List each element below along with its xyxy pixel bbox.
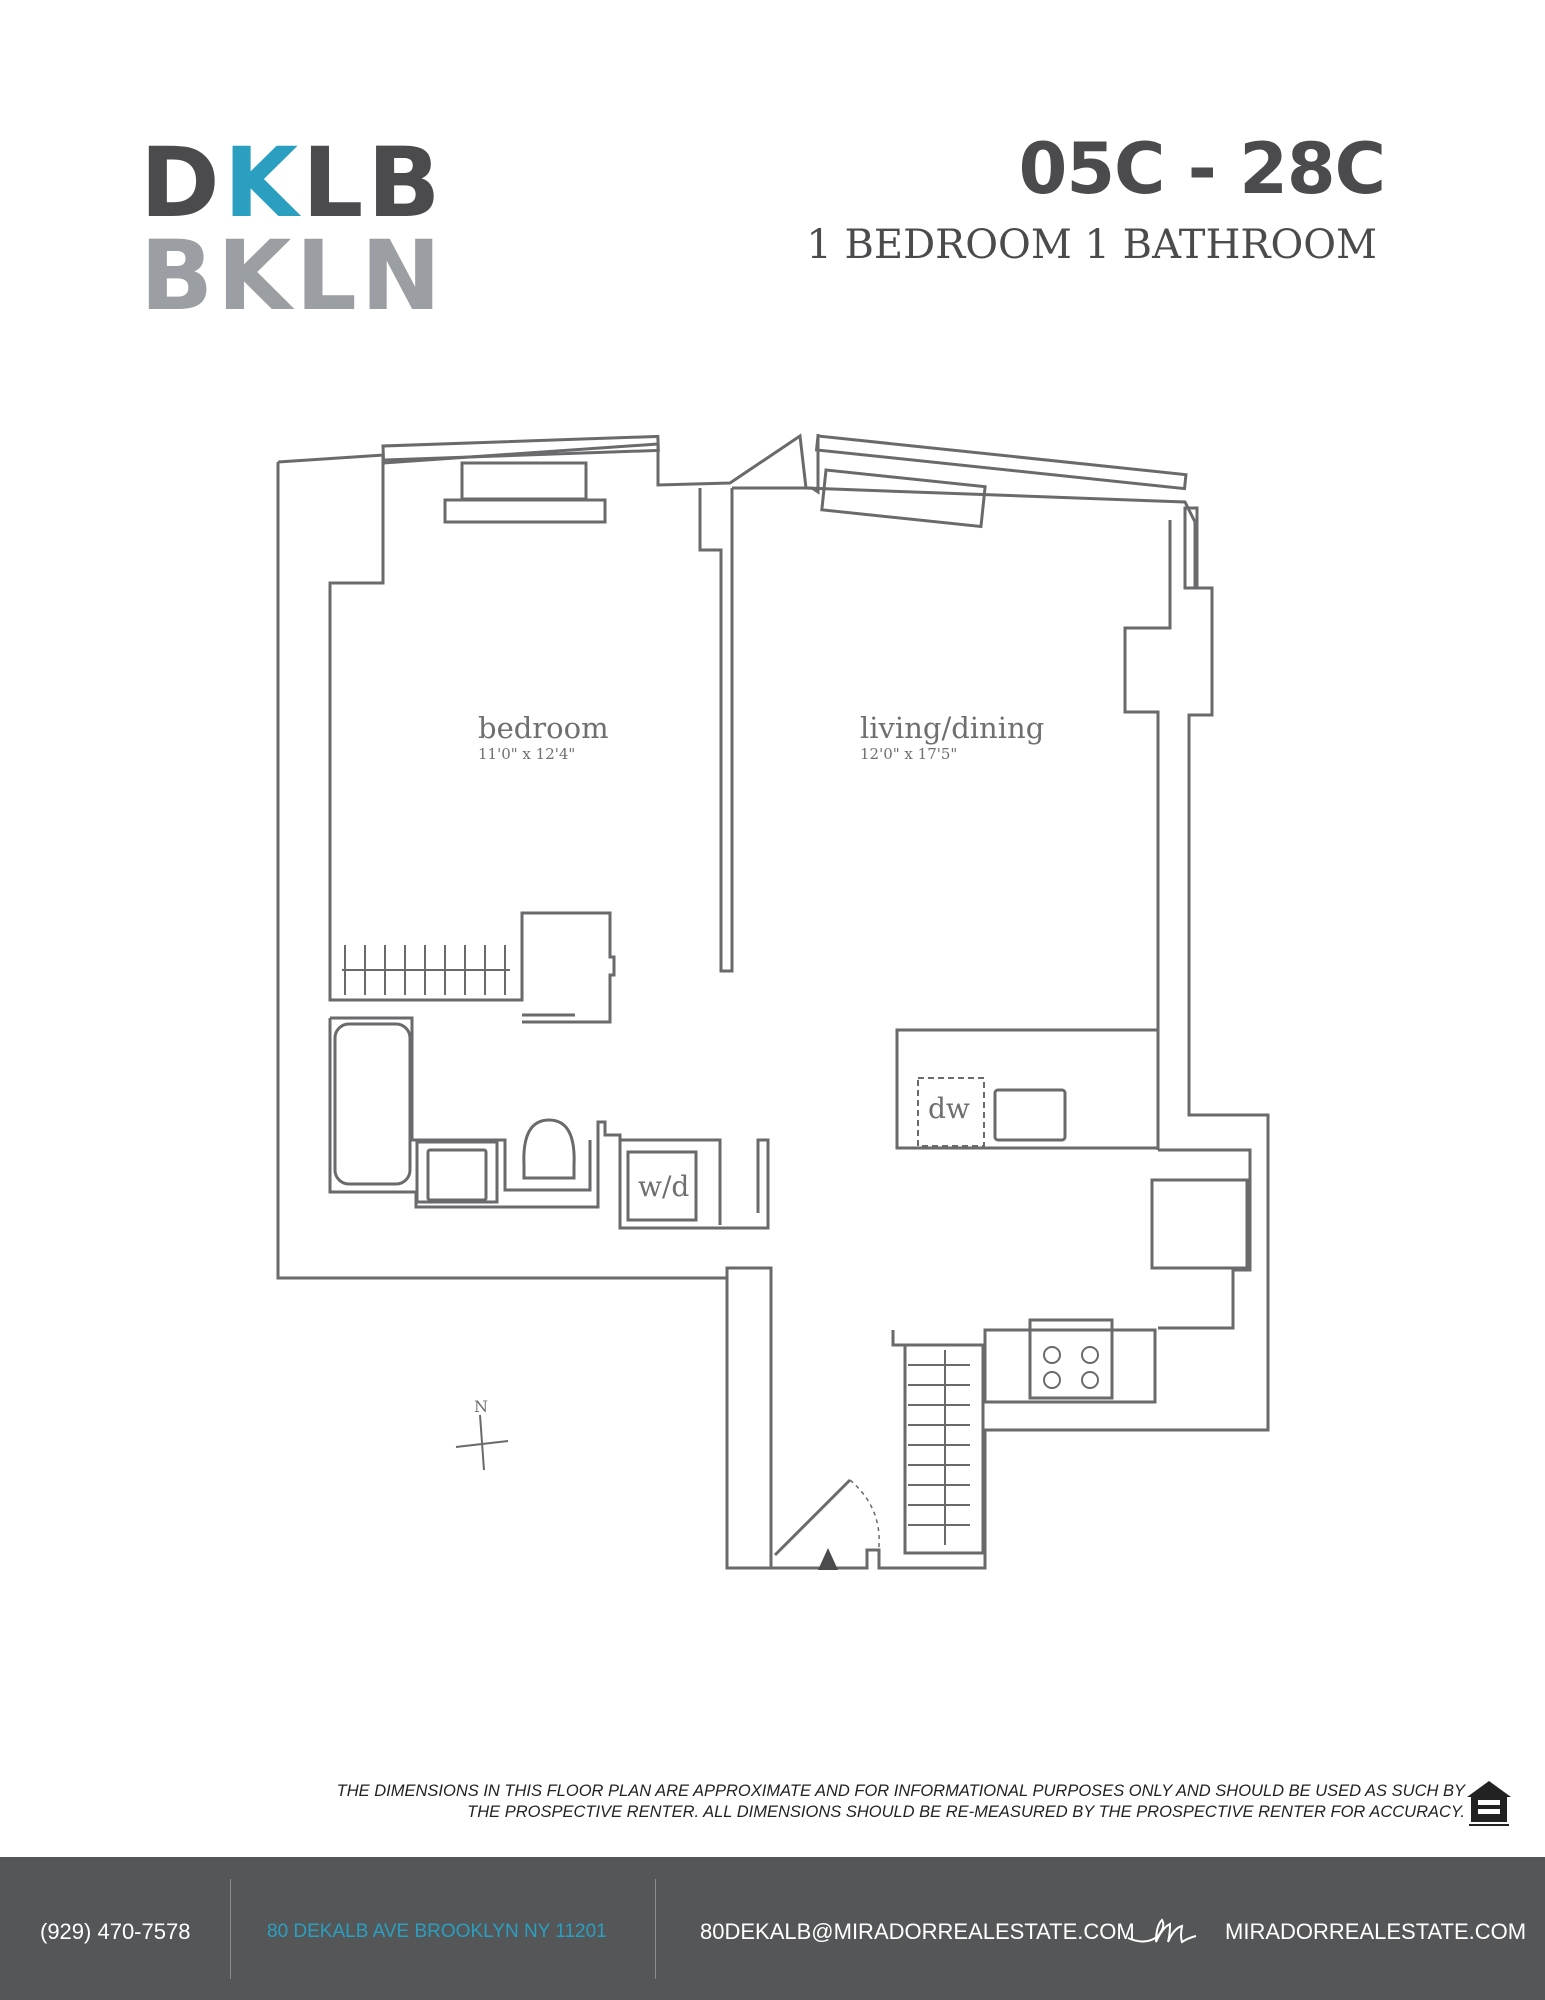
- fridge: [1150, 1178, 1249, 1270]
- dishwasher: [917, 1077, 985, 1147]
- logo-line-1: DKLB: [140, 127, 445, 239]
- living-top-wall: [732, 434, 820, 495]
- dklb-bkln-logo: DKLB BKLN: [140, 135, 500, 325]
- door-swing: [849, 1479, 880, 1556]
- unit-type-subtitle: 1 BEDROOM 1 BATHROOM: [806, 222, 1377, 268]
- bath-inner: [330, 1016, 592, 1192]
- bath-wall: [328, 1018, 770, 1230]
- stove: [1028, 1318, 1114, 1400]
- outer-wall: [277, 433, 1270, 1570]
- floor-plan: N bedroom 11'0" x 12'4" living/dining 12…: [276, 433, 1270, 1570]
- wd-closet: [620, 1138, 722, 1225]
- inner-wall: [328, 463, 385, 970]
- side-window: [1183, 506, 1199, 590]
- mirador-signature-icon: [1127, 1918, 1197, 1944]
- footer-bar: (929) 470-7578 80 DEKALB AVE BROOKLYN NY…: [0, 1857, 1545, 2000]
- bedroom-closet: [328, 911, 616, 1024]
- logo-line-2: BKLN: [140, 220, 446, 332]
- bedroom-window-sill: [460, 461, 588, 501]
- bedroom-window: [381, 434, 660, 462]
- stove-burners: [1043, 1346, 1099, 1389]
- living-window: [814, 434, 1188, 491]
- footer-divider: [655, 1879, 656, 1979]
- entry-arrow: [818, 1548, 838, 1570]
- footer-phone[interactable]: (929) 470-7578: [40, 1919, 191, 1944]
- bathtub: [333, 1022, 412, 1186]
- living-dimensions: 12'0" x 17'5": [860, 745, 957, 763]
- entry-door: [773, 1478, 852, 1557]
- vanity: [415, 1140, 499, 1204]
- disclaimer-line-1: THE DIMENSIONS IN THIS FLOOR PLAN ARE AP…: [336, 1782, 1465, 1800]
- washer-dryer-label: w/d: [638, 1170, 689, 1203]
- living-window-sill: [820, 468, 987, 529]
- bedroom-window-sill-2: [443, 498, 607, 524]
- footer-email[interactable]: 80DEKALB@MIRADORREALESTATE.COM: [700, 1919, 1135, 1944]
- sink: [993, 1088, 1067, 1142]
- living-label: living/dining: [860, 711, 1044, 745]
- disclaimer-line-2: THE PROSPECTIVE RENTER. ALL DIMENSIONS S…: [467, 1803, 1465, 1821]
- bedroom-dimensions: 11'0" x 12'4": [478, 745, 575, 763]
- fridge-counter: [1158, 1148, 1252, 1330]
- compass: [455, 1414, 509, 1471]
- living-right-inner: [1123, 520, 1172, 1150]
- compass-n-label: N: [474, 1397, 488, 1416]
- vanity-sink: [426, 1148, 488, 1202]
- footer-divider: [230, 1879, 231, 1979]
- bedroom-right-wall: [698, 488, 734, 973]
- toilet: [522, 1118, 576, 1180]
- bedroom-label: bedroom: [478, 711, 609, 745]
- footer-website[interactable]: MIRADORREALESTATE.COM: [1225, 1919, 1527, 1944]
- disclaimer: THE DIMENSIONS IN THIS FLOOR PLAN ARE AP…: [165, 1781, 1465, 1823]
- dishwasher-label: dw: [928, 1092, 970, 1125]
- kitchen-counter: [895, 1028, 1158, 1150]
- entry-closet: [891, 1330, 985, 1555]
- equal-housing-opportunity-icon: [1467, 1781, 1511, 1826]
- stove-counter: [983, 1328, 1157, 1404]
- outer-wall-left: [276, 462, 771, 1570]
- washer-dryer: [626, 1150, 698, 1222]
- footer-address[interactable]: 80 DEKALB AVE BROOKLYN NY 11201: [267, 1921, 607, 1942]
- unit-range-title: 05C - 28C: [1018, 128, 1386, 210]
